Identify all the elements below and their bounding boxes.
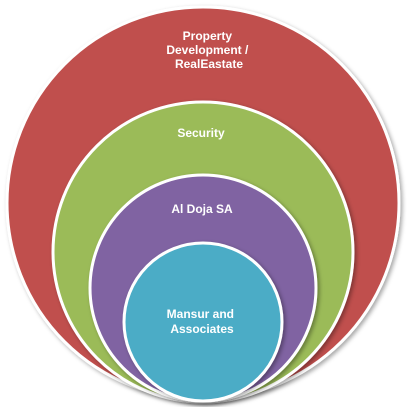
- ring-mansur-label-line-2: Associates: [170, 322, 234, 336]
- ring-mansur-shape: [122, 241, 284, 403]
- ring-security-label: Security: [177, 126, 225, 140]
- ring-aldoja-label-line-1: Al Doja SA: [171, 202, 233, 216]
- ring-mansur: Mansur and Associates: [122, 241, 284, 403]
- ring-mansur-label-line-1: Mansur and: [167, 307, 234, 321]
- ring-security-label-line-1: Security: [177, 126, 225, 140]
- ring-property-label-line-2: Development /: [166, 43, 249, 57]
- ring-aldoja-label: Al Doja SA: [171, 202, 233, 216]
- ring-property-label-line-3: RealEastate: [175, 57, 243, 71]
- ring-mansur-label: Mansur and Associates: [167, 307, 238, 336]
- ring-property-label-line-1: Property: [183, 29, 233, 43]
- ring-property-development-label: Property Development / RealEastate: [166, 29, 251, 71]
